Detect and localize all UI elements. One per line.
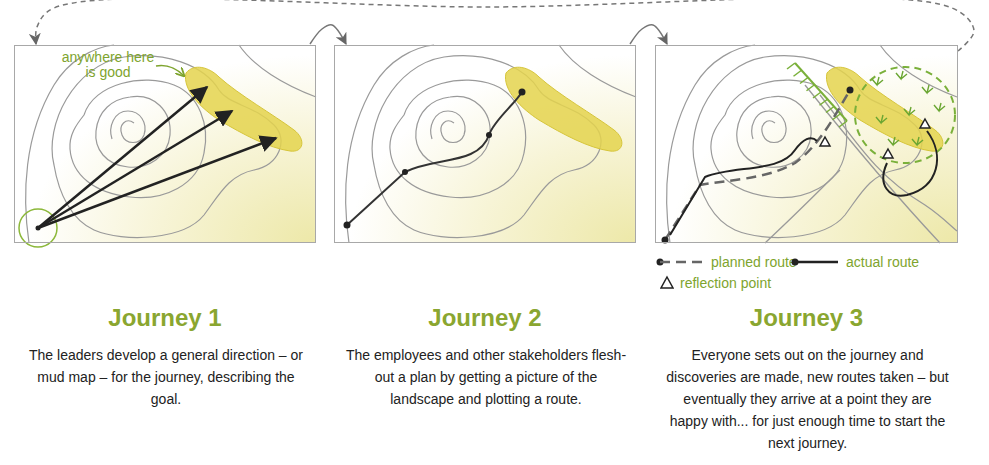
legend-text: actual route	[846, 254, 919, 270]
map-sketch	[904, 107, 915, 115]
cycle-arrow	[36, 0, 974, 51]
map-sketch	[402, 169, 408, 175]
map-sketch	[800, 78, 808, 84]
map-sketch	[888, 137, 899, 145]
journey-description: The employees and other stakeholders fle…	[341, 344, 631, 410]
map-sketch	[334, 45, 636, 243]
map-sketch	[872, 71, 945, 145]
legend-text: planned route	[711, 254, 797, 270]
journey-heading: Journey 2	[335, 304, 635, 332]
map-sketch	[826, 107, 834, 113]
journey-heading: Journey 3	[656, 304, 957, 332]
map-note: anywhere here is good	[60, 50, 156, 80]
map-sketch	[813, 92, 821, 98]
legend-item: actual route	[790, 253, 919, 271]
map-sketch	[876, 115, 887, 123]
map-sketch	[912, 137, 923, 145]
map-sketch	[156, 65, 184, 76]
journey-description: Everyone sets out on the journey and dis…	[663, 344, 953, 454]
map-sketch	[662, 63, 958, 244]
map-sketch	[655, 45, 957, 243]
map-sketch	[765, 170, 840, 243]
map-sketch	[794, 70, 802, 76]
journey-heading: Journey 1	[15, 304, 315, 332]
map-sketch	[38, 87, 207, 228]
map-sketch	[807, 85, 815, 91]
map-sketch	[934, 103, 945, 111]
map-sketch	[820, 95, 957, 231]
map-sketch	[795, 63, 847, 121]
map-sketch	[347, 92, 522, 225]
map-sketch	[883, 149, 893, 158]
map-sketch	[787, 63, 847, 127]
map-sketch	[670, 138, 817, 235]
map-sketch	[872, 77, 883, 85]
legend-item: planned route	[655, 253, 797, 271]
map-sketch	[896, 71, 907, 79]
map-sketch	[847, 87, 854, 94]
map-sketch	[344, 89, 526, 229]
route-sample	[655, 253, 705, 271]
route-sample	[790, 253, 840, 271]
map-sketch	[19, 87, 276, 247]
map-sketch	[38, 87, 276, 228]
legend-text: reflection point	[680, 275, 771, 291]
map-sketch	[922, 85, 933, 93]
journey-panel: Journey 2The employees and other stakeho…	[334, 45, 636, 243]
map-sketch	[344, 222, 351, 229]
map-sketch	[820, 119, 930, 158]
map-sketch	[883, 131, 937, 196]
map-sketch	[38, 111, 232, 228]
map-sketch	[855, 67, 955, 163]
map-sketch	[38, 138, 276, 228]
journey-panel: Journey 3Everyone sets out on the journe…	[655, 45, 958, 243]
map-sketch	[920, 119, 930, 128]
map-sketch	[665, 90, 850, 240]
journey-panel: Journey 1The leaders develop a general d…	[14, 45, 316, 243]
cycle-arrow	[310, 25, 346, 44]
map-sketch	[820, 137, 830, 146]
cycle-arrow	[630, 25, 667, 44]
map-sketch	[14, 45, 316, 243]
map-sketch	[486, 132, 492, 138]
map-sketch	[787, 63, 795, 69]
journey-description: The leaders develop a general direction …	[21, 344, 311, 410]
map-sketch	[805, 85, 940, 243]
legend-item: reflection point	[660, 274, 771, 292]
map-sketch	[820, 99, 828, 105]
reflection-symbol	[660, 274, 674, 292]
map-sketch	[519, 89, 526, 96]
map-sketch	[839, 121, 847, 127]
